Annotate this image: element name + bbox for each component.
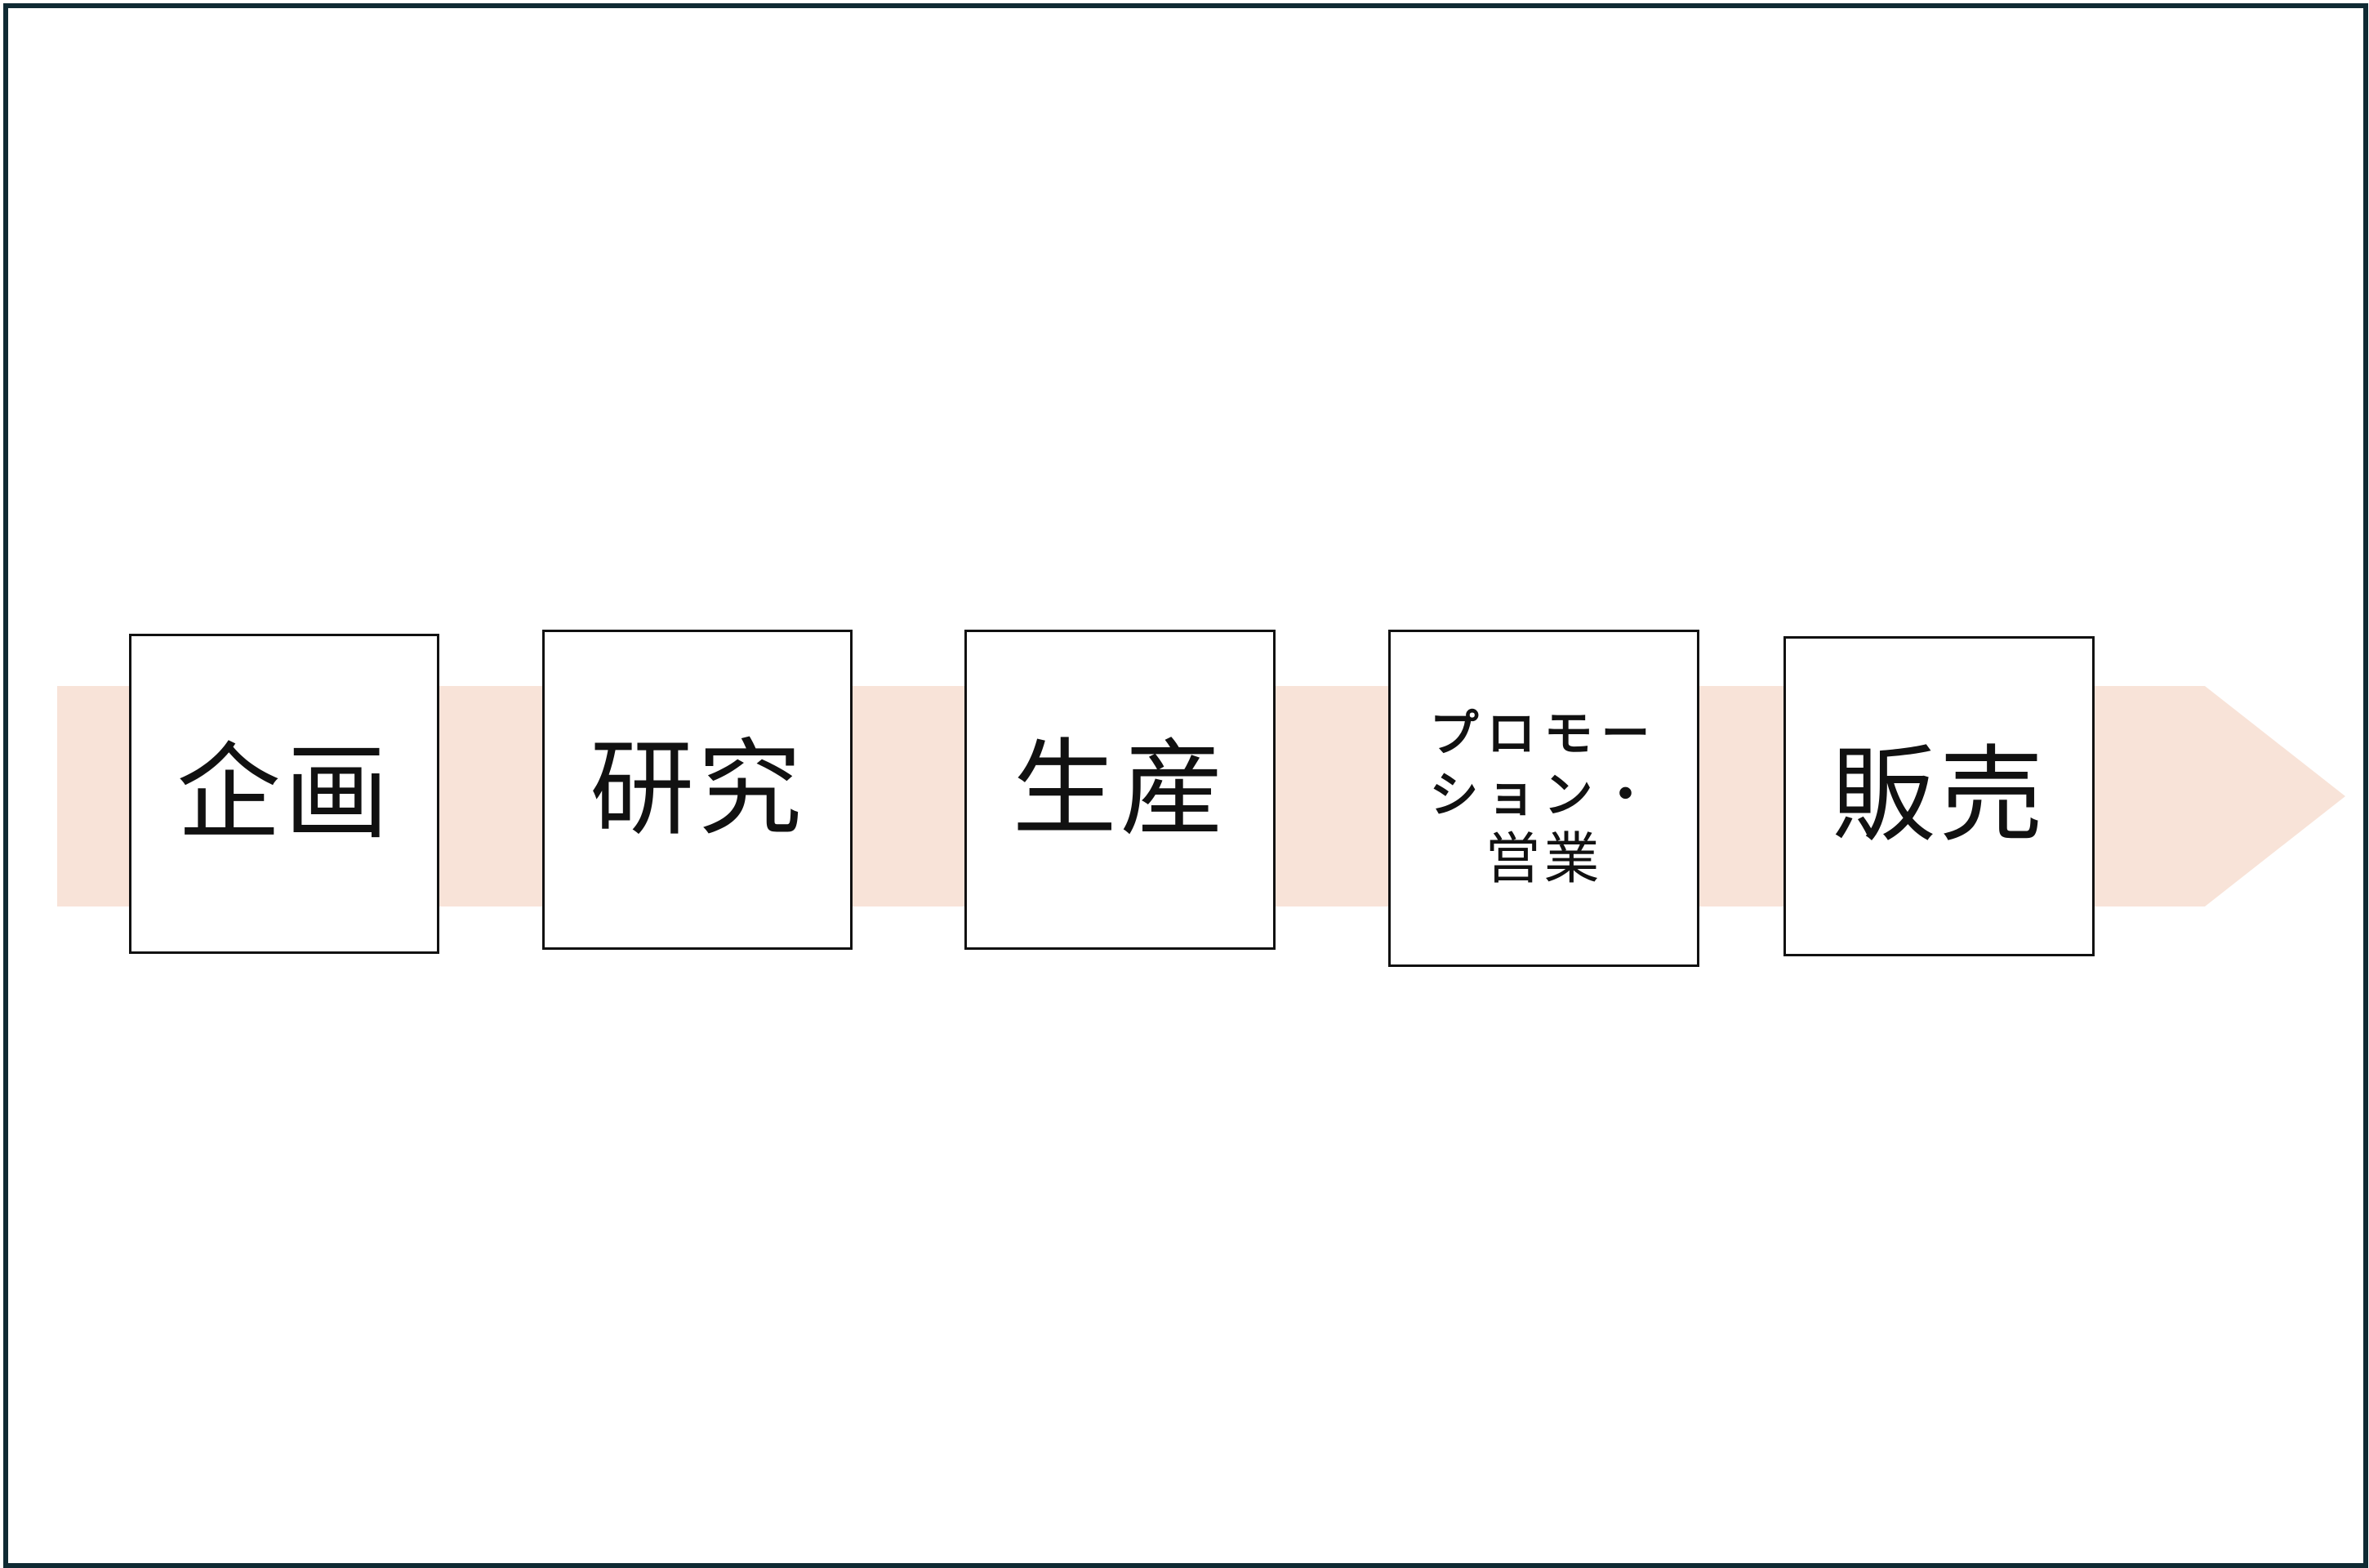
step-label-line: ション・ — [1429, 766, 1659, 824]
step-label-line: プロモー — [1429, 705, 1659, 763]
step-label: 企画 — [176, 733, 392, 854]
step-label-line: 営業 — [1485, 826, 1603, 892]
step-box-promotion-sales: プロモー ション・ 営業 — [1388, 630, 1699, 967]
step-box-retail: 販売 — [1783, 636, 2095, 956]
step-label: 販売 — [1831, 735, 2047, 857]
step-label: 研究 — [589, 728, 805, 850]
step-box-production: 生産 — [964, 630, 1276, 950]
step-label: 生産 — [1012, 728, 1228, 850]
step-box-research: 研究 — [542, 630, 853, 950]
step-box-planning: 企画 — [129, 634, 439, 954]
